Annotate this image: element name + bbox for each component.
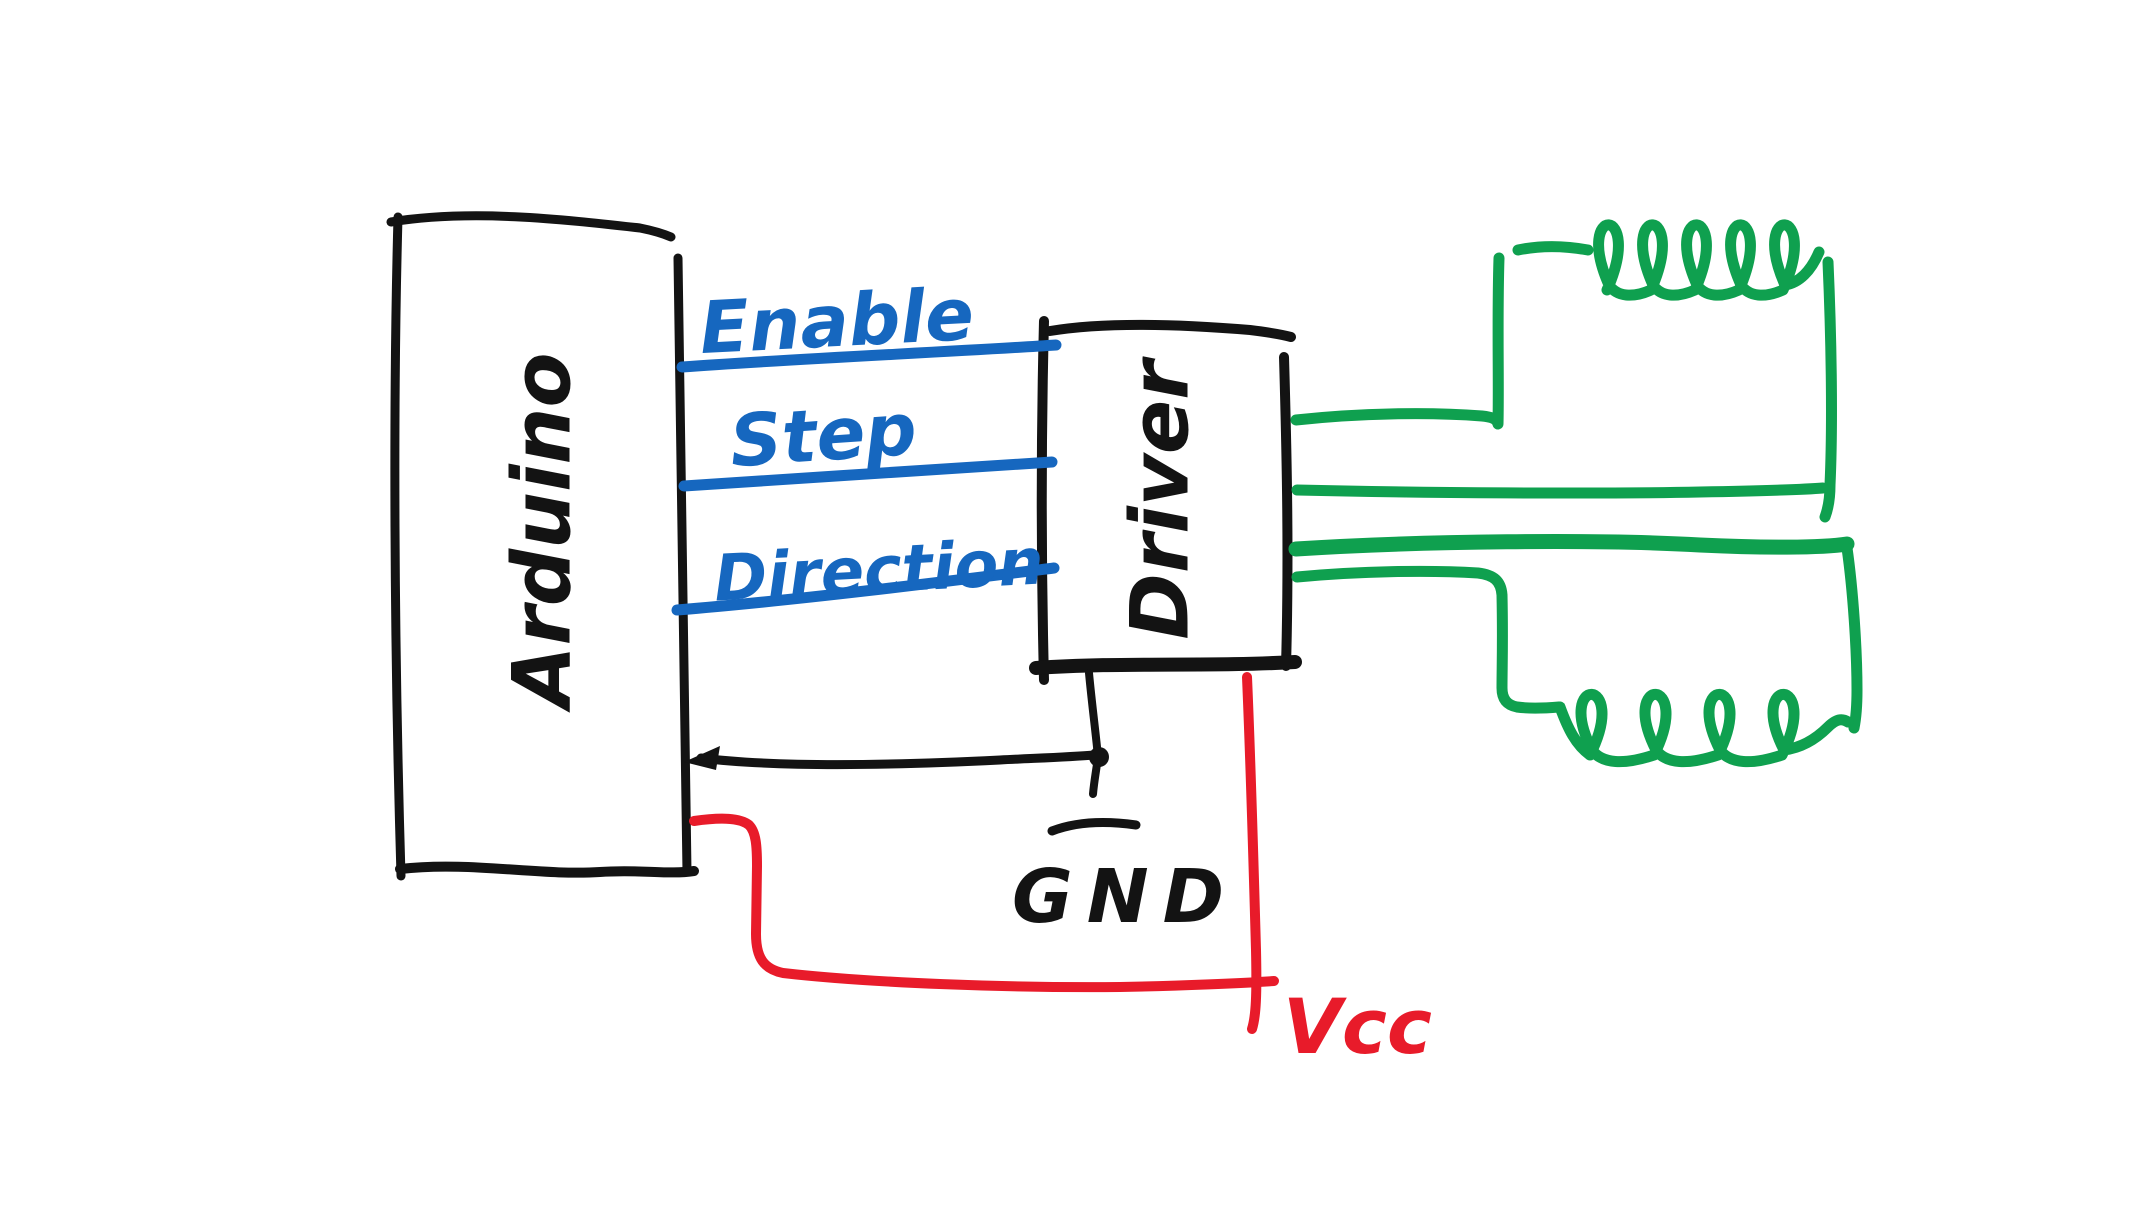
motor-phase-b — [1288, 534, 1863, 768]
control-signal-wires: Enable Step Direction — [671, 272, 1062, 617]
phase-a-wire-2 — [1291, 482, 1829, 499]
driver-box-bottom-edge — [1029, 655, 1302, 675]
driver-block: Driver — [1029, 316, 1302, 685]
driver-gnd-wire — [1085, 669, 1102, 798]
gnd-junction-dot — [1089, 747, 1109, 767]
phase-a-wire-1 — [1290, 252, 1505, 430]
arduino-box-top-edge — [386, 211, 676, 242]
arduino-box-left-edge — [390, 212, 406, 881]
vcc-wire-from-arduino — [689, 813, 1279, 993]
power-net: Vcc — [689, 672, 1432, 1071]
driver-box-right-edge — [1279, 352, 1293, 671]
enable-wire — [676, 339, 1062, 373]
phase-b-wire-1 — [1288, 534, 1855, 557]
direction-label: Direction — [712, 525, 1045, 616]
driver-box-top-edge — [1045, 319, 1296, 342]
vcc-label: Vcc — [1283, 982, 1432, 1071]
direction-wire — [671, 562, 1060, 616]
gnd-label: GND — [1012, 854, 1238, 940]
arduino-block: Arduino — [386, 211, 699, 881]
step-wire — [678, 456, 1058, 492]
motor-phase-a — [1290, 219, 1837, 523]
phase-a-dash — [1512, 241, 1594, 256]
coil-b — [1554, 688, 1854, 768]
arduino-box-right-edge — [673, 253, 692, 877]
enable-label: Enable — [698, 272, 976, 370]
arduino-box-bottom-edge — [395, 861, 699, 878]
driver-box-left-edge — [1036, 316, 1049, 685]
coil-a — [1593, 219, 1825, 301]
ground-net: GND — [684, 669, 1238, 940]
phase-b-wire-2 — [1291, 565, 1565, 714]
step-label: Step — [727, 387, 919, 484]
arduino-gnd-wire — [696, 750, 1099, 770]
coil-a-return-wire — [1819, 256, 1837, 523]
phase-b-drop-wire — [1841, 542, 1863, 734]
arduino-label: Arduino — [496, 353, 589, 714]
gnd-symbol-bar — [1047, 818, 1141, 836]
vcc-wire-from-driver — [1242, 672, 1262, 1034]
driver-label: Driver — [1114, 356, 1207, 640]
